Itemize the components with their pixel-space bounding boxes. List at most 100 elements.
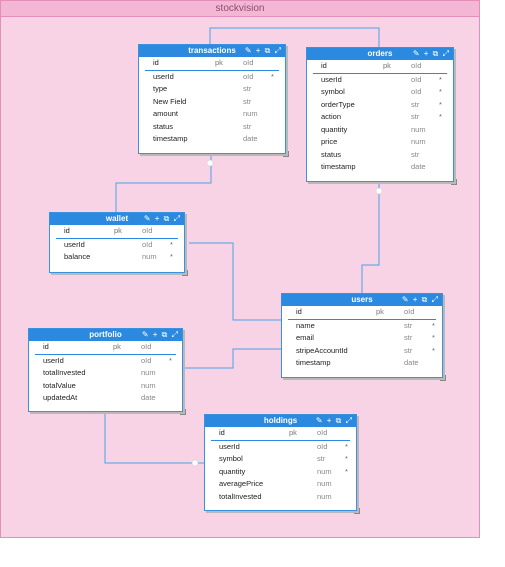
table-title: holdings: [263, 416, 298, 425]
field-type: oId: [142, 226, 153, 235]
field-type: oId: [141, 342, 152, 351]
field-type: str: [404, 333, 413, 342]
field-name: id: [153, 58, 159, 67]
field-type: str: [243, 84, 252, 93]
table-title: orders: [367, 49, 393, 58]
field-name: symbol: [321, 87, 345, 96]
table-actions[interactable]: ✎ + ⧉ ⤢: [141, 330, 179, 339]
table-actions[interactable]: ✎ + ⧉ ⤢: [401, 295, 439, 304]
required-marker: *: [345, 466, 348, 476]
field-name: userId: [153, 71, 174, 81]
pk-marker: pk: [215, 58, 223, 67]
resize-handle[interactable]: [283, 151, 289, 157]
table-header[interactable]: wallet ✎ + ⧉ ⤢: [50, 213, 184, 225]
field-name: name: [296, 320, 315, 330]
pk-marker: pk: [289, 428, 297, 437]
table-header[interactable]: users ✎ + ⧉ ⤢: [282, 294, 442, 306]
field-name: id: [296, 307, 302, 316]
table-header[interactable]: holdings ✎ + ⧉ ⤢: [205, 415, 356, 427]
field-row[interactable]: userId oId *: [139, 71, 285, 84]
field-type: str: [243, 121, 252, 131]
field-name: status: [153, 121, 174, 131]
table-title: wallet: [105, 214, 129, 223]
required-marker: *: [169, 355, 172, 365]
required-marker: *: [170, 239, 173, 249]
table-actions[interactable]: ✎ + ⧉ ⤢: [143, 214, 181, 223]
field-name: balance: [64, 252, 91, 261]
resize-handle[interactable]: [451, 179, 457, 185]
resize-handle[interactable]: [354, 508, 360, 514]
table-actions[interactable]: ✎ + ⧉ ⤢: [244, 46, 282, 55]
required-marker: *: [432, 333, 435, 342]
field-row[interactable]: status str: [139, 121, 285, 134]
field-name: type: [153, 84, 168, 93]
table-header[interactable]: orders ✎ + ⧉ ⤢: [307, 48, 453, 60]
resize-handle[interactable]: [182, 270, 188, 276]
resize-handle[interactable]: [180, 409, 186, 415]
table-actions[interactable]: ✎ + ⧉ ⤢: [315, 416, 353, 425]
table-actions[interactable]: ✎ + ⧉ ⤢: [412, 49, 450, 58]
field-name: quantity: [219, 466, 246, 476]
table-header[interactable]: portfolio ✎ + ⧉ ⤢: [29, 329, 182, 341]
field-type: num: [317, 491, 332, 501]
field-row[interactable]: balance num *: [50, 251, 184, 264]
field-type: oId: [243, 71, 254, 81]
field-name: timestamp: [321, 162, 356, 171]
field-type: num: [142, 252, 157, 261]
required-marker: *: [271, 71, 274, 81]
field-type: num: [317, 479, 332, 488]
table-header[interactable]: transactions ✎ + ⧉ ⤢: [139, 45, 285, 57]
field-type: oId: [142, 239, 153, 249]
field-name: timestamp: [153, 134, 188, 143]
field-type: str: [317, 454, 326, 463]
field-name: stripeAccountId: [296, 345, 348, 355]
field-name: price: [321, 137, 338, 146]
pk-marker: pk: [113, 342, 121, 351]
required-marker: *: [170, 252, 173, 261]
field-row[interactable]: type str: [139, 83, 285, 96]
field-name: New Field: [153, 96, 187, 106]
field-name: action: [321, 112, 342, 121]
pk-marker: pk: [383, 61, 391, 70]
field-type: str: [411, 112, 420, 121]
resize-handle[interactable]: [440, 375, 446, 381]
field-type: str: [404, 345, 413, 355]
